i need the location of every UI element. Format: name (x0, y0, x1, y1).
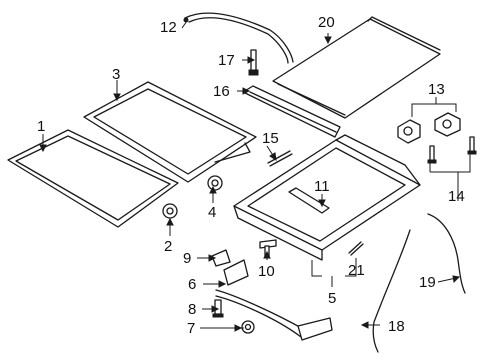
callout-11: 11 (314, 178, 330, 195)
part-20-sunshade (272, 16, 441, 119)
callout-5: 5 (328, 290, 336, 307)
part-19-drain-hose (427, 213, 466, 294)
part-15-drain-strip (267, 150, 293, 167)
callout-10: 10 (258, 263, 275, 280)
callout-18: 18 (388, 318, 405, 335)
callout-16: 16 (213, 83, 230, 100)
part-14-bolts (427, 136, 477, 164)
callout-labels: 1 2 3 4 5 6 7 8 9 10 11 12 13 14 15 16 1… (37, 14, 465, 337)
part-6-link-assembly (215, 259, 333, 341)
callout-21: 21 (348, 262, 365, 279)
part-5-housing-frame (233, 134, 421, 261)
part-1-glass-panel (7, 129, 179, 228)
part-7-bolt (241, 320, 255, 334)
part-9-clip (211, 249, 231, 267)
callout-9: 9 (183, 250, 191, 267)
callout-12: 12 (160, 19, 177, 36)
part-17-screw (248, 49, 259, 76)
callout-2: 2 (164, 238, 172, 255)
callout-17: 17 (218, 52, 235, 69)
callout-14: 14 (448, 188, 465, 205)
callout-8: 8 (188, 301, 196, 318)
part-12-deflector (183, 12, 294, 64)
part-2-nut (162, 203, 178, 219)
callout-3: 3 (112, 66, 120, 83)
part-18-drain-hose (372, 229, 411, 353)
callout-15: 15 (262, 130, 279, 147)
part-11-stiffener (288, 187, 330, 214)
callout-13: 13 (428, 81, 445, 98)
part-3-glass-frame (83, 81, 257, 183)
callout-1: 1 (37, 118, 45, 135)
part-4-nut (207, 175, 223, 191)
callout-7: 7 (187, 320, 195, 337)
leader-arrows (39, 36, 461, 332)
part-13-motor-units (397, 112, 461, 144)
callout-6: 6 (188, 276, 196, 293)
part-21-bracket (348, 241, 364, 256)
callout-4: 4 (208, 204, 216, 221)
callout-20: 20 (318, 14, 335, 31)
part-16-guide-rail (242, 85, 341, 138)
callout-19: 19 (419, 274, 436, 291)
